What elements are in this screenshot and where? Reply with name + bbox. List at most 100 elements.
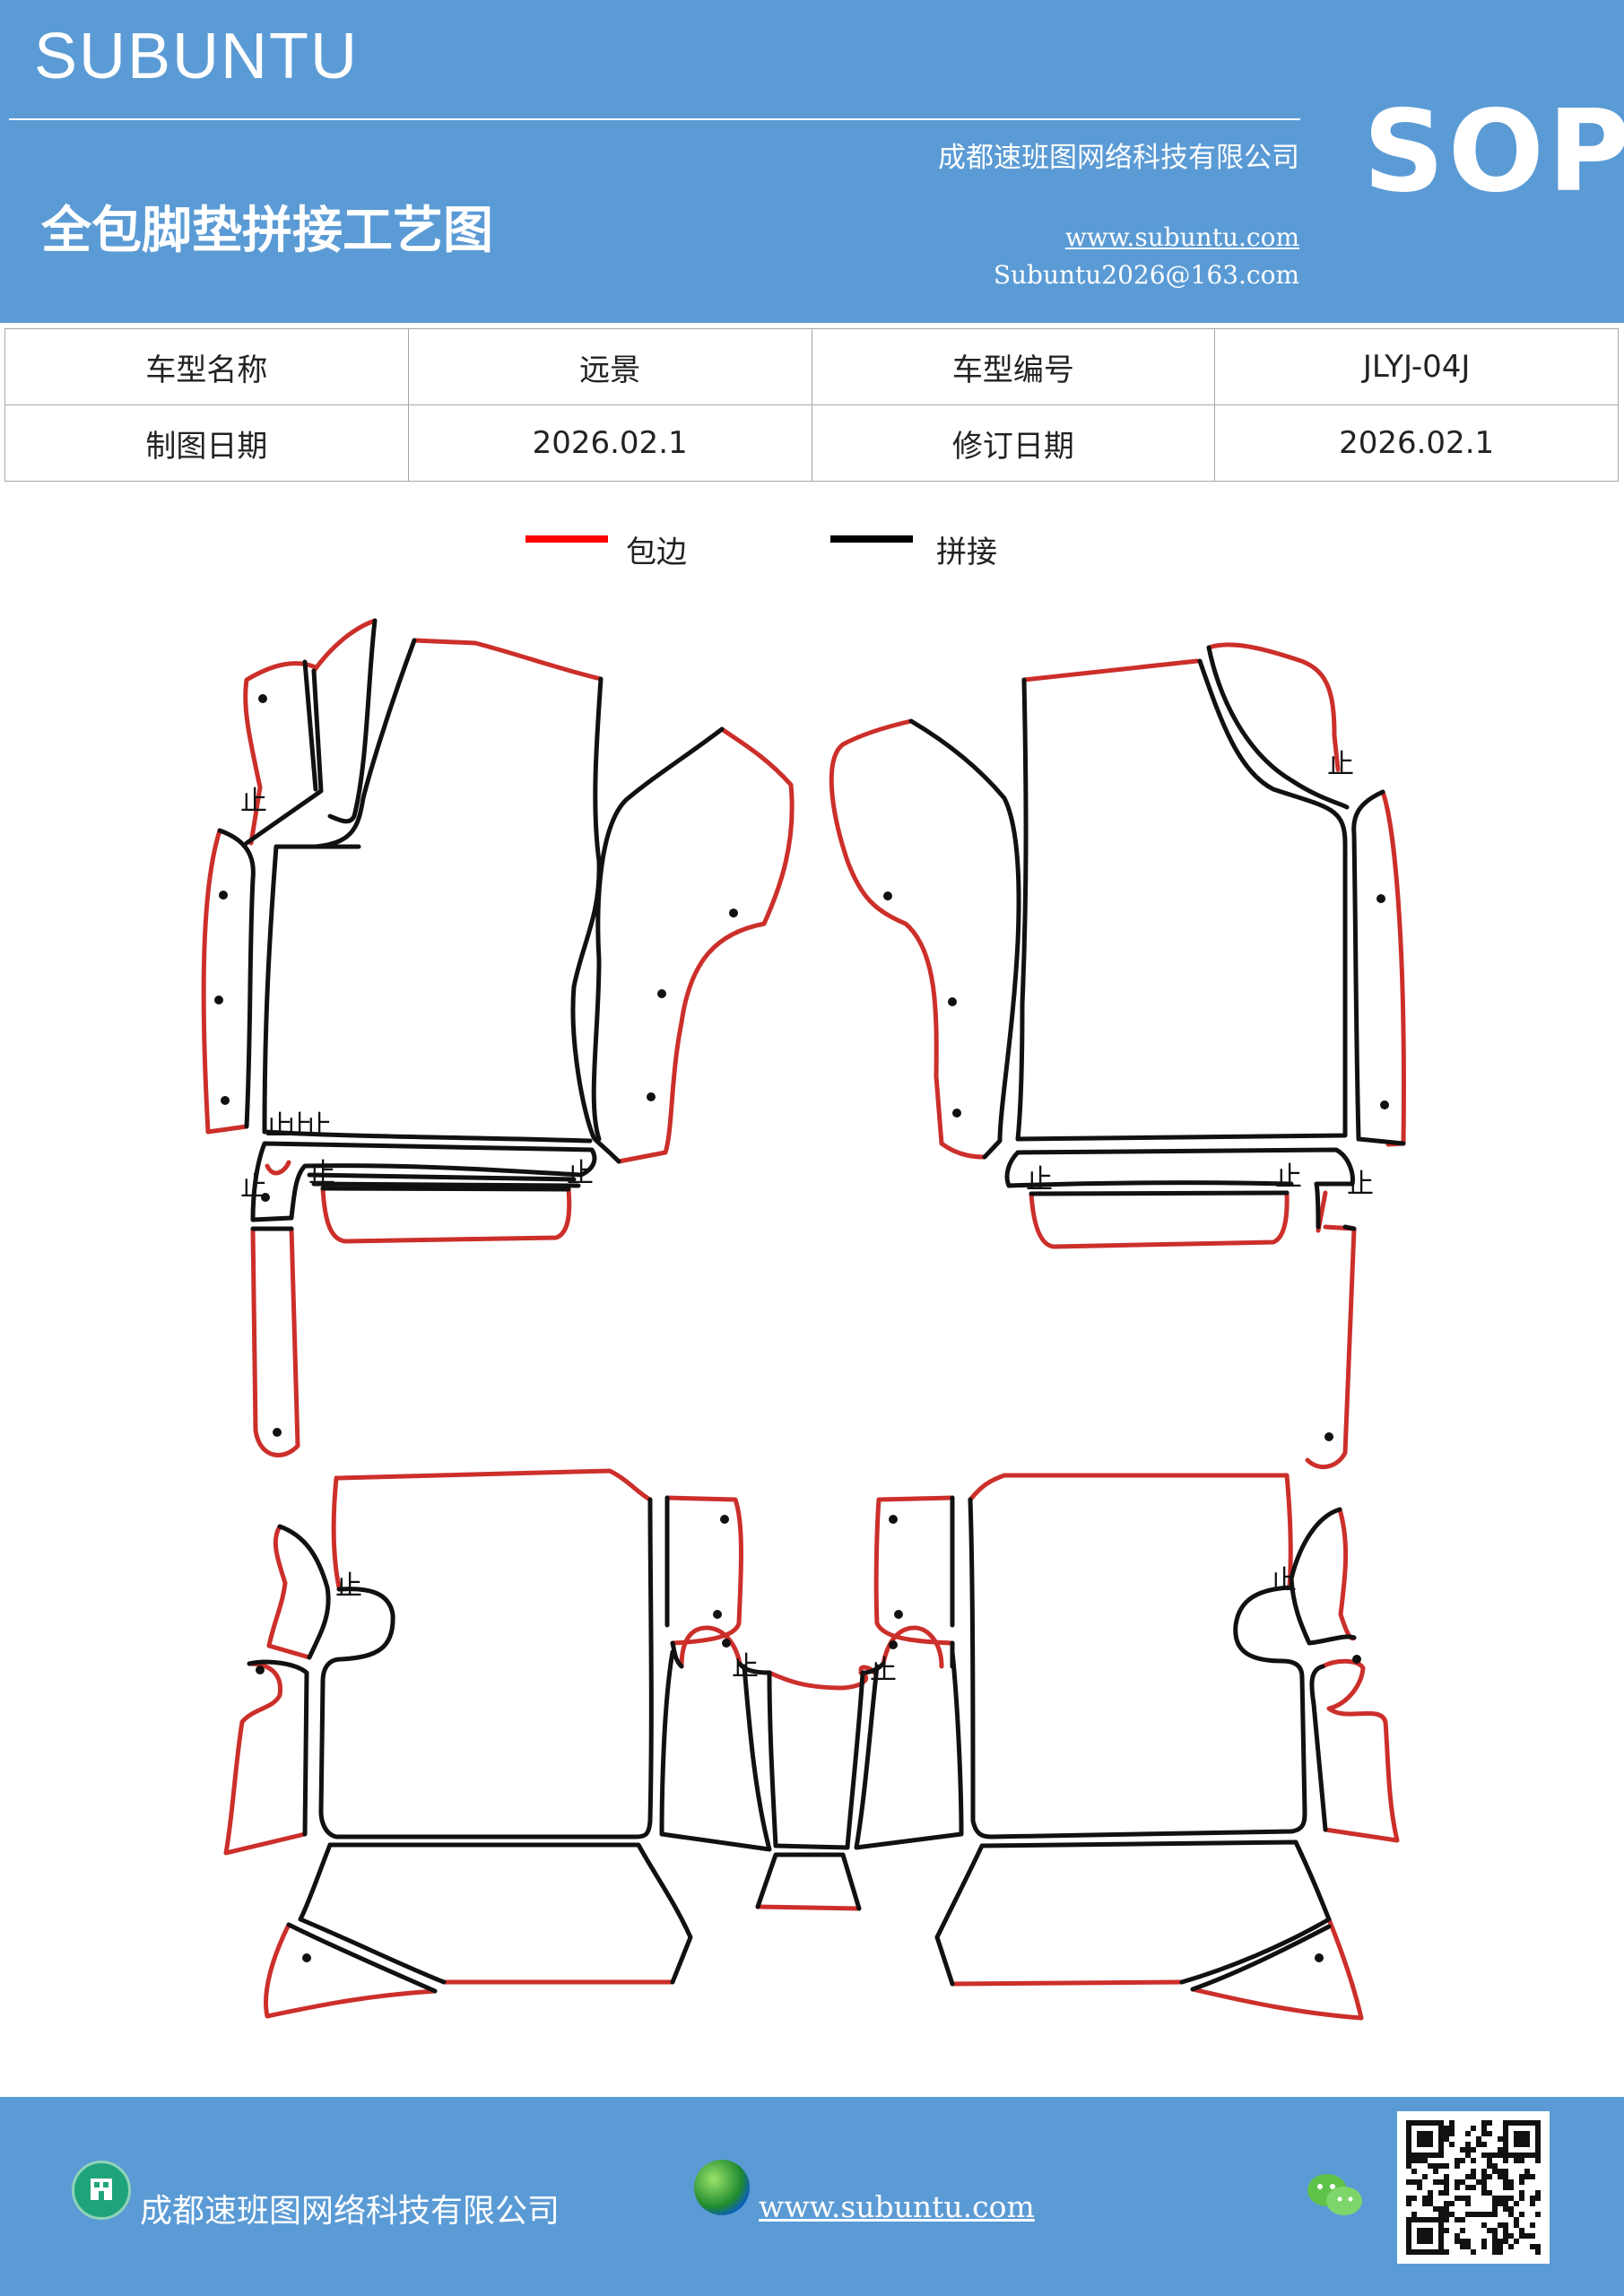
mat-piece-seam (1342, 1224, 1357, 1231)
mat-piece-seam (277, 1524, 331, 1660)
marker-dot (302, 1953, 311, 1962)
mat-piece-edge (311, 618, 378, 674)
mat-piece-seam (217, 828, 256, 1129)
marker-dot (273, 1428, 282, 1437)
mat-piece-seam (755, 1852, 862, 1911)
footer-banner: 成都速班图网络科技有限公司 www.subuntu.com (0, 2097, 1624, 2296)
mat-piece-edge (334, 1468, 653, 1502)
mat-piece-edge (616, 726, 795, 1164)
marker-dot (1376, 894, 1385, 903)
sop-badge: SOP (1363, 85, 1624, 217)
draw-date-label: 制图日期 (4, 404, 409, 482)
mat-piece-seam (908, 718, 1021, 1160)
mat-piece-seam (979, 1839, 1332, 1985)
stop-marker: 止 (1270, 1565, 1297, 1596)
marker-dot (214, 996, 223, 1004)
mat-piece-edge (250, 1226, 300, 1457)
draw-date-value: 2026.02.1 (407, 404, 812, 482)
legend-edge-line (525, 535, 608, 543)
model-name-value: 远景 (407, 328, 812, 405)
mat-piece-edge (1206, 642, 1341, 772)
mat-piece-seam (262, 844, 593, 1144)
stop-marker: 止 (305, 1110, 332, 1142)
marker-dot (1324, 1432, 1333, 1441)
mat-piece-edge (767, 1670, 869, 1691)
mat-piece-edge (331, 1475, 342, 1590)
marker-dot (258, 694, 267, 703)
stop-marker: 止 (870, 1655, 897, 1686)
table-row: 车型名称 远景 车型编号 JLYJ-04J (4, 328, 1619, 405)
mat-piece-seam (1309, 1664, 1328, 1832)
mat-piece-seam (1015, 658, 1348, 1142)
building-icon (72, 2161, 131, 2220)
mat-piece-edge (201, 828, 249, 1135)
mat-piece-seam (286, 1922, 438, 1994)
marker-dot (889, 1640, 898, 1649)
model-name-label: 车型名称 (4, 328, 409, 405)
mat-piece-seam (1190, 1924, 1332, 1992)
marker-dot (713, 1610, 722, 1619)
mat-piece-edge (264, 1922, 438, 2019)
model-code-label: 车型编号 (811, 328, 1216, 405)
stop-marker: 止 (567, 1158, 594, 1189)
mat-piece-seam (313, 638, 417, 849)
vehicle-info-table: 车型名称 远景 车型编号 JLYJ-04J 制图日期 2026.02.1 修订日… (4, 328, 1619, 482)
mat-piece-edge (873, 1495, 955, 1646)
mat-piece-seam (327, 1842, 693, 1985)
header-company: 成都速班图网络科技有限公司 (938, 142, 1299, 174)
marker-dot (1352, 1655, 1361, 1664)
marker-dot (657, 989, 666, 998)
mat-piece-seam (659, 1649, 772, 1852)
mat-piece-edge (664, 1495, 743, 1646)
marker-dot (952, 1109, 961, 1118)
stop-marker: 止 (732, 1651, 759, 1683)
marker-dot (219, 891, 228, 900)
marker-dot (221, 1096, 230, 1105)
marker-dot (948, 997, 957, 1006)
floor-mat-splice-diagram: 止 止 止 止 止 止 止 止 止 止 止 止 止 止 止 (201, 618, 1406, 2021)
mat-piece-seam (570, 676, 604, 1140)
stop-marker: 止 (1347, 1169, 1374, 1200)
header-website-link[interactable]: www.subuntu.com (1064, 222, 1299, 252)
mat-piece-seam (854, 1649, 964, 1850)
mat-piece-seam (302, 659, 318, 792)
mat-piece-seam (1289, 1507, 1357, 1646)
brand-name: SUBUNTU (34, 21, 360, 92)
marker-dot (720, 1515, 729, 1524)
stop-marker: 止 (308, 1158, 335, 1189)
stop-marker: 止 (335, 1570, 362, 1602)
mat-piece-seam (247, 1659, 309, 1837)
mat-piece-edge (950, 1979, 1185, 1987)
mat-piece-seam (298, 1842, 447, 1985)
marker-dot (647, 1092, 656, 1101)
legend-seam-line (830, 535, 913, 543)
mat-piece-edge (266, 1524, 312, 1660)
wechat-icon[interactable] (1304, 2169, 1367, 2222)
model-code-value: JLYJ-04J (1214, 328, 1619, 405)
stop-marker: 止 (240, 786, 267, 817)
mat-piece-seam (307, 1172, 581, 1188)
mat-piece-seam (318, 1497, 654, 1839)
footer-website-link[interactable]: www.subuntu.com (759, 2189, 1035, 2224)
revision-date-label: 修订日期 (811, 404, 1216, 482)
mat-piece-seam (1029, 1190, 1290, 1196)
mat-piece-edge (1190, 1917, 1364, 2021)
globe-icon (694, 2160, 750, 2215)
revision-date-value: 2026.02.1 (1214, 404, 1619, 482)
mat-piece-seam (250, 1141, 597, 1222)
mat-piece-edge (412, 638, 604, 682)
marker-dot (883, 891, 892, 900)
mat-piece-seam (591, 1135, 621, 1164)
mat-piece-seam (934, 1843, 985, 1987)
mat-piece-seam (1004, 1150, 1294, 1188)
stop-marker: 止 (1327, 749, 1354, 780)
mat-piece-seam (1206, 645, 1350, 810)
document-title: 全包脚垫拼接工艺图 (41, 201, 493, 260)
mat-piece-edge (1021, 658, 1200, 683)
marker-dot (1380, 1100, 1389, 1109)
header-banner: SUBUNTU 成都速班图网络科技有限公司 全包脚垫拼接工艺图 www.subu… (0, 0, 1624, 323)
mat-piece-seam (591, 726, 725, 1142)
mat-piece-seam (327, 618, 378, 824)
marker-dot (256, 1665, 265, 1674)
mat-piece-edge (829, 718, 987, 1160)
